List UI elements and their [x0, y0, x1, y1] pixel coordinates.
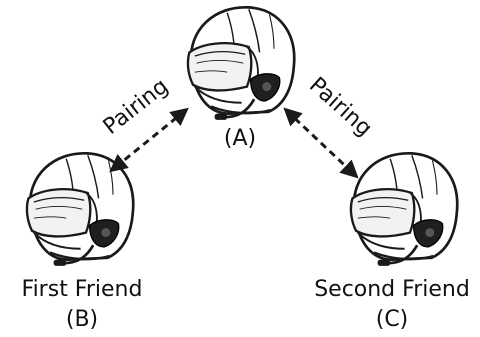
helmet-b-icon: [25, 151, 135, 268]
helmet-a-icon: [186, 5, 296, 122]
helmet-c-label: (C): [376, 307, 409, 332]
helmet-c-name: Second Friend: [314, 277, 470, 302]
helmet-a-label: (A): [224, 126, 256, 151]
helmet-b-label: (B): [66, 307, 98, 332]
left-pairing-label: Pairing: [99, 74, 173, 140]
right-pairing-arrow: [283, 107, 359, 179]
left-pairing-arrow: [109, 107, 189, 173]
helmet-b-name: First Friend: [22, 277, 143, 302]
right-pairing-label: Pairing: [304, 73, 376, 142]
helmet-c-icon: [349, 151, 459, 268]
